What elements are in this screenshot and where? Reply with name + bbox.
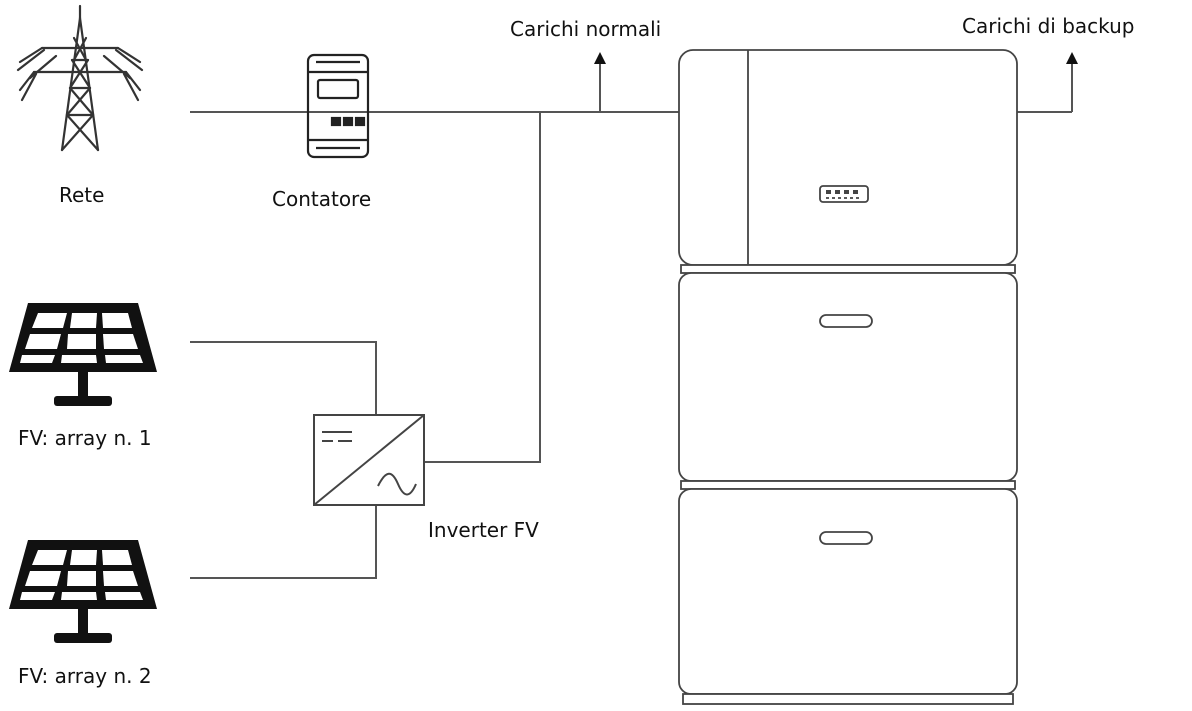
backup-loads-label: Carichi di backup (962, 14, 1135, 38)
pv-array-2-label: FV: array n. 2 (18, 664, 152, 688)
hybrid-inverter-unit (678, 49, 1018, 266)
battery-storage-system (678, 49, 1018, 705)
normal-loads-arrow (594, 52, 606, 64)
pv-array-1-label: FV: array n. 1 (18, 426, 152, 450)
grid-label: Rete (59, 183, 105, 207)
status-indicator-icon (819, 185, 869, 203)
dc-ac-inverter-icon (313, 414, 425, 506)
backup-loads-arrow (1066, 52, 1078, 64)
pv1-dc-line (190, 341, 377, 415)
pv2-dc-line (190, 505, 377, 579)
solar-panel-icon (9, 540, 157, 643)
battery-handle-2 (819, 531, 873, 545)
energy-meter-icon (306, 53, 370, 159)
pv-inverter-label: Inverter FV (428, 518, 539, 542)
battery-module-1 (678, 272, 1018, 482)
solar-panel-icon (9, 303, 157, 406)
battery-module-2 (678, 488, 1018, 695)
transmission-tower-icon (16, 4, 144, 152)
normal-loads-label: Carichi normali (510, 17, 662, 41)
meter-label: Contatore (272, 187, 372, 211)
inverter-ac-line (424, 112, 541, 463)
battery-handle-1 (819, 314, 873, 328)
